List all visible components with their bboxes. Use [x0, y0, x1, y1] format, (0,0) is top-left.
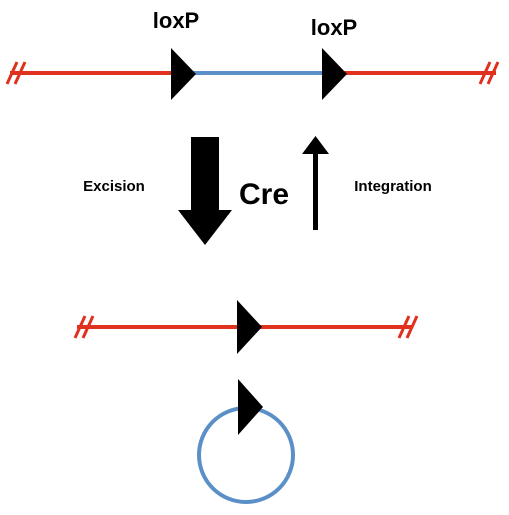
cre-label: Cre: [239, 178, 289, 211]
product-right-break-mark: [397, 315, 419, 339]
top-left-break-mark: [5, 61, 27, 85]
excision-arrow: [178, 137, 232, 245]
integration-arrow: [302, 136, 329, 230]
loxp-right-label: loxP: [311, 15, 357, 40]
product-loxp-site-triangle: [237, 300, 262, 354]
product-left-break-mark: [73, 315, 95, 339]
top-construct: loxP loxP: [5, 8, 500, 100]
excision-label: Excision: [83, 178, 145, 195]
excision-product-chromosome: [73, 300, 419, 354]
loxp-site-right-triangle: [322, 48, 347, 100]
loxp-site-left-triangle: [171, 48, 196, 100]
integration-label: Integration: [354, 178, 432, 195]
circle-loxp-site-triangle: [238, 379, 263, 435]
loxp-left-label: loxP: [153, 8, 199, 33]
excised-circular-dna: [197, 379, 295, 504]
top-right-break-mark: [478, 61, 500, 85]
reaction-section: Excision Cre Integration: [83, 136, 432, 245]
